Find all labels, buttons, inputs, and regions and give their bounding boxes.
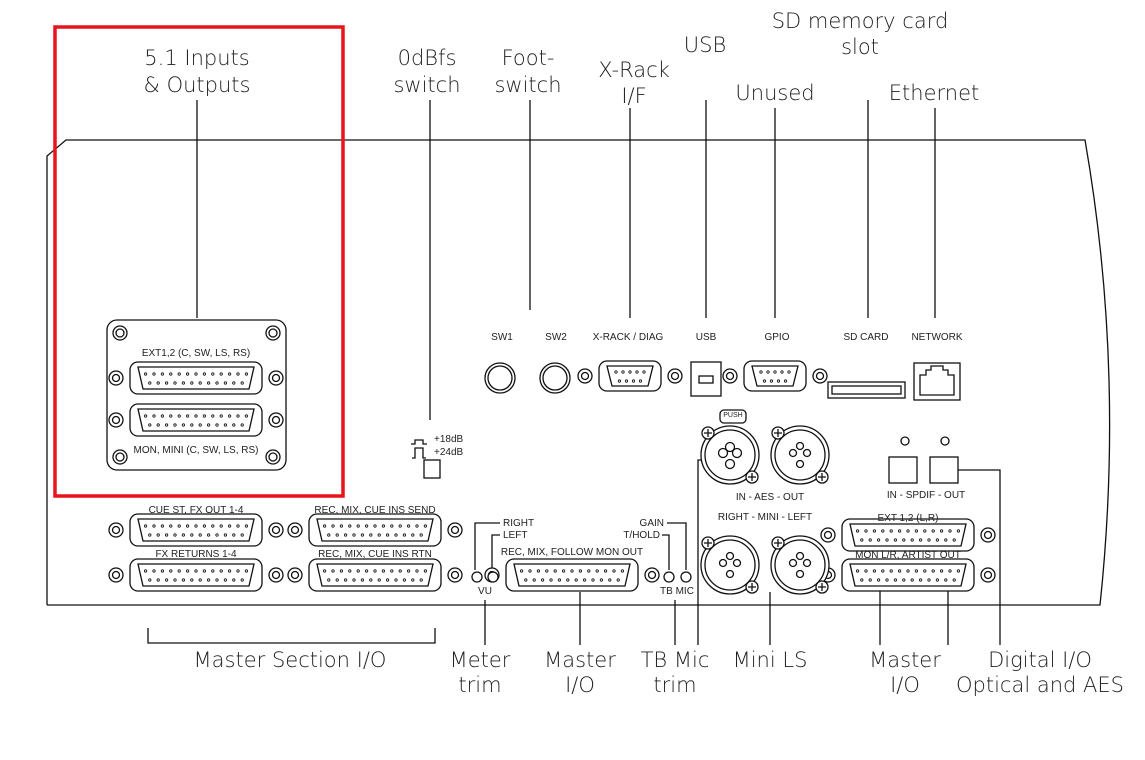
xlr-mini-left xyxy=(770,535,830,595)
panel-outline xyxy=(46,139,1111,606)
led-indicator xyxy=(900,436,910,446)
label-rec-send: REC, MIX, CUE INS SEND xyxy=(314,505,435,516)
callout-master-io1-1: Master xyxy=(544,648,616,672)
label-24db: +24dB xyxy=(434,447,464,458)
0dbfs-switch xyxy=(423,459,441,479)
label-ext12-lr: EXT 1,2 (L,R) xyxy=(878,513,939,524)
label-left: LEFT xyxy=(503,530,527,541)
label-sw1: SW1 xyxy=(491,332,513,343)
label-mini: RIGHT - MINI - LEFT xyxy=(718,512,812,523)
highlight-box xyxy=(53,25,345,498)
callout-tb-mic-2: trim xyxy=(653,673,696,697)
callout-master-io2-2: I/O xyxy=(890,673,920,697)
callout-io51-1: 5.1 Inputs xyxy=(144,46,249,70)
label-thold: T/HOLD xyxy=(623,530,660,541)
panel-labels: EXT1,2 (C, SW, LS, RS) MON, MINI (C, SW,… xyxy=(133,332,965,597)
label-sd-card: SD CARD xyxy=(843,332,888,343)
callout-digital-1: Digital I/O xyxy=(988,648,1092,672)
db25-fx-returns xyxy=(108,558,284,592)
db25-mon-mini xyxy=(108,403,284,437)
label-follow: REC, MIX, FOLLOW MON OUT xyxy=(501,547,643,558)
label-ext12: EXT1,2 (C, SW, LS, RS) xyxy=(142,348,250,359)
label-vu: VU xyxy=(478,586,492,597)
label-spdif: IN - SPDIF - OUT xyxy=(887,490,965,501)
callout-io51-2: & Outputs xyxy=(144,73,251,97)
vu-trim-left xyxy=(487,571,499,583)
label-cue-st: CUE ST, FX OUT 1-4 xyxy=(149,505,244,516)
label-usb: USB xyxy=(696,332,717,343)
label-xrack: X-RACK / DIAG xyxy=(593,332,664,343)
callout-footswitch-1: Foot- xyxy=(502,46,555,70)
label-gain: GAIN xyxy=(640,518,664,529)
callout-tb-mic-1: TB Mic xyxy=(641,648,710,672)
label-gpio: GPIO xyxy=(764,332,789,343)
label-right: RIGHT xyxy=(503,518,534,529)
label-fx-returns: FX RETURNS 1-4 xyxy=(155,549,237,560)
callout-master-io2-1: Master xyxy=(869,648,941,672)
callout-master-io1-2: I/O xyxy=(565,673,595,697)
switch-position-icons xyxy=(411,439,427,459)
label-sw2: SW2 xyxy=(545,332,567,343)
callout-0dbfs-2: switch xyxy=(393,73,460,97)
label-aes: IN - AES - OUT xyxy=(736,492,804,503)
label-network: NETWORK xyxy=(911,332,962,343)
label-mon-mini: MON, MINI (C, SW, LS, RS) xyxy=(133,445,258,456)
spdif-in-port xyxy=(888,456,918,484)
label-tb-mic: TB MIC xyxy=(660,586,694,597)
callout-0dbfs-1: 0dBfs xyxy=(398,46,457,70)
callout-footswitch-2: switch xyxy=(494,73,561,97)
callout-lines xyxy=(147,100,1001,645)
callout-xrack-2: I/F xyxy=(621,84,646,108)
label-rec-rtn: REC, MIX, CUE INS RTN xyxy=(318,549,432,560)
spdif-out-port xyxy=(929,456,959,484)
callout-master-section: Master Section I/O xyxy=(194,648,387,672)
callout-xrack-1: X-Rack xyxy=(598,58,670,82)
ethernet-port xyxy=(913,362,961,401)
callout-usb: USB xyxy=(684,33,726,57)
xlr-mini-right xyxy=(700,535,760,595)
callout-meter-trim-2: trim xyxy=(458,673,501,697)
callout-ethernet: Ethernet xyxy=(889,81,979,105)
db25-mon-lr xyxy=(820,558,996,592)
tb-gain-trim xyxy=(680,571,692,583)
db25-follow-mon-out xyxy=(484,558,660,592)
db25-rec-rtn xyxy=(287,558,463,592)
xlr-aes-in xyxy=(700,425,760,485)
db9-xrack-diag xyxy=(577,360,683,392)
led-indicator xyxy=(940,436,950,446)
xlr-aes-out xyxy=(770,425,830,485)
vu-trim-right xyxy=(471,571,483,583)
callout-sd-1: SD memory card xyxy=(772,9,949,33)
label-mon-lr: MON L/R, ARTIST OUT xyxy=(855,550,961,561)
push-tab xyxy=(719,409,747,424)
label-push: PUSH xyxy=(723,412,742,419)
tb-thold-trim xyxy=(663,571,675,583)
label-18db: +18dB xyxy=(434,434,464,445)
callout-unused: Unused xyxy=(735,81,814,105)
callout-mini-ls: Mini LS xyxy=(733,648,808,672)
db25-cue-st xyxy=(108,513,284,547)
db25-rec-send xyxy=(287,513,463,547)
callout-meter-trim-1: Meter xyxy=(450,648,511,672)
callout-digital-2: Optical and AES xyxy=(956,673,1124,697)
callout-sd-2: slot xyxy=(841,35,879,59)
db25-ext12 xyxy=(108,361,284,395)
db25-ext12-lr xyxy=(820,518,996,552)
db9-gpio xyxy=(722,360,828,392)
